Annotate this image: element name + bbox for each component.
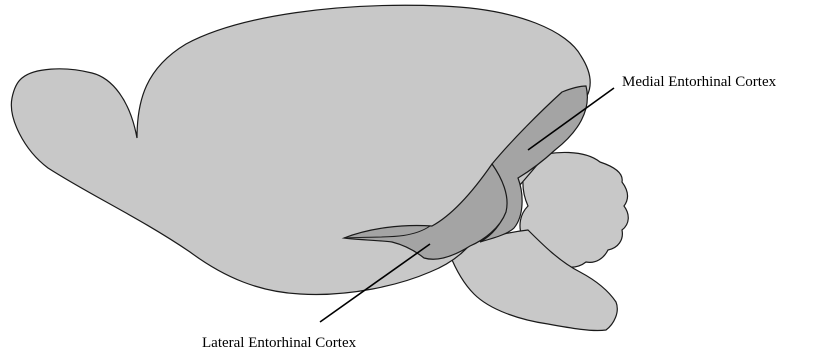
medial-entorhinal-label: Medial Entorhinal Cortex	[622, 74, 777, 90]
lateral-entorhinal-label: Lateral Entorhinal Cortex	[202, 335, 357, 351]
